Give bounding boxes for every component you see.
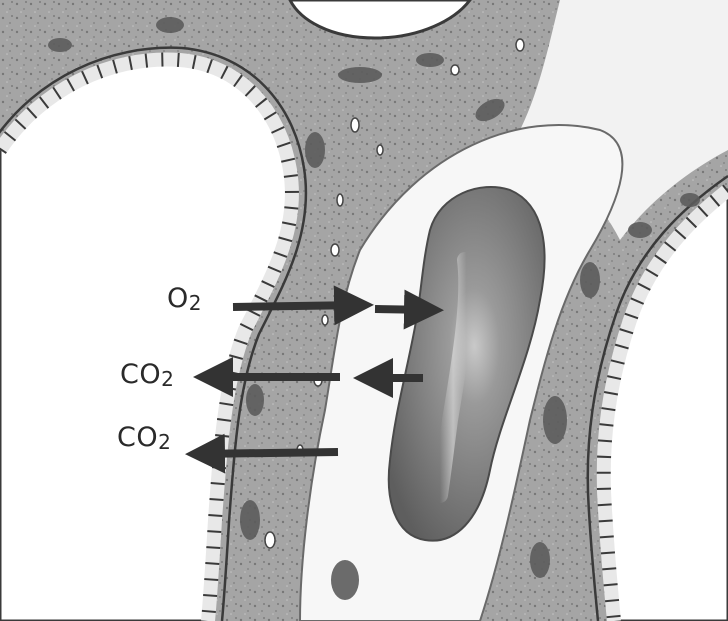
o2-arrow-right-icon [233,305,362,307]
o2-label: O2 [167,285,202,312]
co2-label-upper: CO2 [120,361,174,388]
co2-lower-label-base: CO [117,422,158,453]
co2-arrow-left-lower-icon [197,452,338,454]
co2-lower-label-digit: 2 [158,430,171,454]
co2-upper-label-base: CO [120,359,161,390]
o2-arrow-right-inner-icon [375,309,432,310]
co2-upper-label-digit: 2 [161,367,174,391]
o2-label-digit: 2 [189,291,202,315]
o2-label-base: O [167,283,189,314]
co2-label-lower: CO2 [117,424,171,451]
